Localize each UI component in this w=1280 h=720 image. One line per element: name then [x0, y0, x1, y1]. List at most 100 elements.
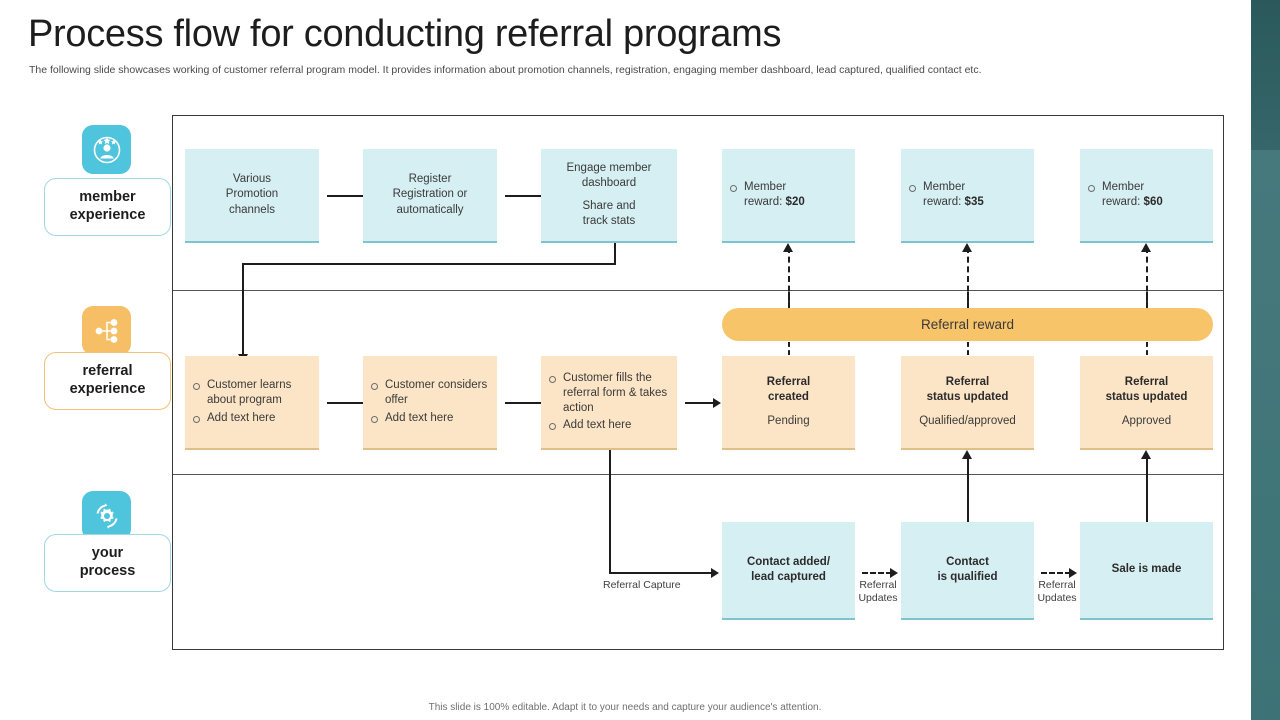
connector-label-referral-updates-2: Referral Updates	[1028, 579, 1086, 606]
step-bullet-text: Add text here	[207, 411, 276, 424]
arrow-line-register-to-engage	[505, 195, 543, 197]
reward-value: $20	[785, 196, 805, 208]
arrow-head-reward-3	[1141, 243, 1151, 252]
status-line2: status updated	[926, 391, 1009, 404]
step-bullet-text: Customer learns about program	[207, 379, 292, 407]
box-register[interactable]: Register Registration or automatically	[363, 149, 497, 243]
dashed-line-banner-to-status-1	[967, 342, 969, 355]
reward-prefix: reward:	[1102, 196, 1144, 208]
arrow-head-step3-to-referral-created	[713, 398, 721, 408]
sidebar-item-label: your process	[80, 545, 136, 580]
dashed-line-reward-3	[1146, 247, 1148, 311]
footer-note: This slide is 100% editable. Adapt it to…	[428, 702, 822, 713]
dashed-line-banner-to-status-2	[1146, 342, 1148, 355]
box-referral-status-updated-2[interactable]: Referral status updated Approved	[1080, 356, 1213, 450]
promotion-line3: channels	[228, 203, 276, 216]
member-star-icon	[82, 125, 131, 174]
status-sub: Pending	[767, 414, 810, 427]
dashed-line-lane1-gap-2	[967, 292, 969, 307]
step-bullet-text: Add text here	[385, 411, 454, 424]
bullet-dot	[193, 383, 200, 391]
referral-reward-label: Referral reward	[920, 317, 1015, 332]
sidebar-item-member-experience[interactable]: member experience	[44, 178, 171, 236]
page-title: Process flow for conducting referral pro…	[28, 13, 782, 55]
status-line1: Referral	[945, 376, 990, 389]
box-member-reward-3[interactable]: Member reward: $60	[1080, 149, 1213, 243]
lane-divider-1	[173, 290, 1223, 291]
engage-line4: track stats	[582, 214, 636, 227]
bullet-dot	[371, 383, 378, 391]
register-title: Register	[408, 173, 452, 186]
elbow-engage-to-lane2	[242, 263, 244, 356]
lane-label-line1: your	[91, 545, 124, 562]
arrow-head-reward-2	[962, 243, 972, 252]
bullet-dot	[730, 184, 737, 192]
box-contact-qualified[interactable]: Contact is qualified	[901, 522, 1034, 620]
arrow-line-step1-to-step2	[327, 402, 365, 404]
dashed-line-updates-1	[862, 572, 892, 574]
box-sale-is-made[interactable]: Sale is made	[1080, 522, 1213, 620]
promotion-line2: Promotion	[225, 188, 279, 201]
sidebar-item-your-process[interactable]: your process	[44, 534, 171, 592]
line-sale-to-status-2	[1146, 458, 1148, 522]
reward-value: $35	[964, 196, 984, 208]
reward-prefix: reward:	[923, 196, 965, 208]
lane-label-line2: process	[79, 563, 136, 579]
referral-reward-banner[interactable]: Referral reward	[722, 308, 1213, 341]
elbow-engage-left	[242, 263, 616, 265]
bullet-dot	[549, 375, 556, 383]
updates-label-line2: Updates	[1037, 592, 1077, 605]
dashed-line-lane1-gap-1	[788, 292, 790, 307]
referral-network-icon	[82, 306, 131, 355]
status-line2: status updated	[1105, 391, 1188, 404]
box-engage-member-dashboard[interactable]: Engage member dashboard Share and track …	[541, 149, 677, 243]
box-referral-created[interactable]: Referral created Pending	[722, 356, 855, 450]
sidebar-item-referral-experience[interactable]: referral experience	[44, 352, 171, 410]
arrow-head-qualified-to-status-1	[962, 450, 972, 459]
box-member-reward-1[interactable]: Member reward: $20	[722, 149, 855, 243]
box-customer-learns[interactable]: Customer learns about program Add text h…	[185, 356, 319, 450]
member-reward-text-2: Member reward: $35	[923, 180, 1026, 210]
step-bullet-text: Add text here	[563, 419, 632, 432]
box-contact-added[interactable]: Contact added/ lead captured	[722, 522, 855, 620]
lane-label-line2: experience	[69, 381, 146, 397]
box-various-promotion-channels[interactable]: Various Promotion channels	[185, 149, 319, 243]
status-line2: created	[768, 391, 809, 404]
updates-label-line2: Updates	[858, 592, 898, 605]
arrow-head-updates-2	[1069, 568, 1077, 578]
bullet-dot	[549, 423, 556, 431]
process-box-line2: lead captured	[751, 571, 826, 583]
status-sub: Qualified/approved	[919, 414, 1016, 427]
dashed-line-reward-2	[967, 247, 969, 311]
bullet-dot	[1088, 184, 1095, 192]
member-reward-text-3: Member reward: $60	[1102, 180, 1205, 210]
connector-label-referral-capture: Referral Capture	[603, 579, 681, 591]
arrow-line-step2-to-step3	[505, 402, 543, 404]
lane-label-line2: experience	[69, 207, 146, 223]
dashed-line-lane1-gap-3	[1146, 292, 1148, 307]
arrow-line-step3-to-referral-created	[685, 402, 715, 404]
connector-label-referral-updates-1: Referral Updates	[849, 579, 907, 606]
engage-line2: dashboard	[581, 177, 637, 190]
right-accent-bar	[1251, 0, 1280, 720]
accent-shard-top	[1251, 0, 1280, 150]
bullet-dot	[371, 415, 378, 423]
box-referral-status-updated-1[interactable]: Referral status updated Qualified/approv…	[901, 356, 1034, 450]
engage-line1: Engage member	[566, 162, 652, 175]
reward-label: Member	[923, 180, 966, 193]
register-line2: Registration or	[392, 188, 468, 201]
page-subtitle: The following slide showcases working of…	[29, 64, 982, 76]
gear-cycle-icon	[82, 491, 131, 540]
box-customer-fills-form[interactable]: Customer fills the referral form & takes…	[541, 356, 677, 450]
status-sub: Approved	[1121, 414, 1172, 427]
elbow-engage-down	[614, 243, 616, 265]
process-box-line1: Contact	[946, 555, 989, 568]
arrow-line-promotion-to-register	[327, 195, 365, 197]
box-customer-considers[interactable]: Customer considers offer Add text here	[363, 356, 497, 450]
arrow-head-sale-to-status-2	[1141, 450, 1151, 459]
register-line3: automatically	[396, 203, 464, 216]
reward-prefix: reward:	[744, 196, 786, 208]
box-member-reward-2[interactable]: Member reward: $35	[901, 149, 1034, 243]
bullet-dot	[193, 415, 200, 423]
status-line1: Referral	[766, 376, 811, 389]
